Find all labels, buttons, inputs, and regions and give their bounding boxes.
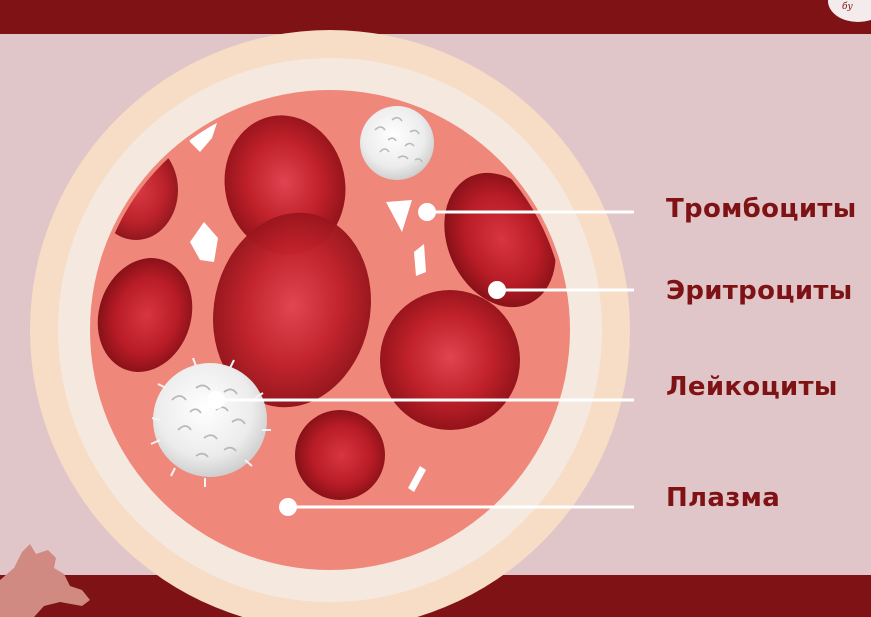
pointer-dot-plasma [279, 498, 297, 516]
fox-illustration [0, 540, 120, 617]
label-plasma: Плазма [666, 483, 780, 513]
leukocyte [360, 106, 434, 180]
erythrocyte [295, 410, 385, 500]
label-leukocytes: Лейкоциты [666, 372, 838, 402]
erythrocyte [380, 290, 520, 430]
label-platelets: Тромбоциты [666, 194, 857, 224]
pointer-dot-platelets [418, 203, 436, 221]
label-erythrocytes: Эритроциты [666, 276, 853, 306]
pointer-dot-leukocytes [207, 391, 225, 409]
pointer-dot-erythrocytes [488, 281, 506, 299]
